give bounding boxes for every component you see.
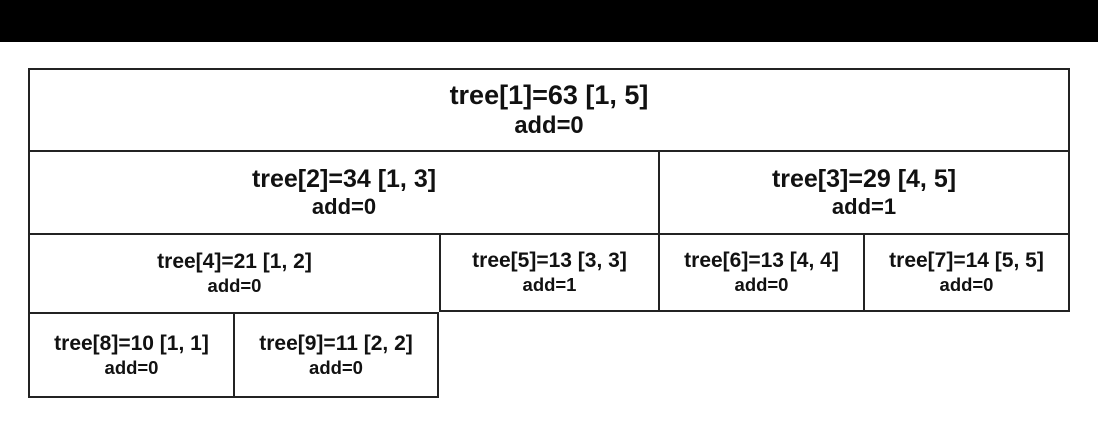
top-black-bar <box>0 0 1098 42</box>
node-label: tree[2]=34 [1, 3] <box>251 164 437 193</box>
segment-tree-table: tree[1]=63 [1, 5] add=0 tree[2]=34 [1, 3… <box>28 68 1070 398</box>
node-label: tree[1]=63 [1, 5] <box>449 80 649 111</box>
node-add-label: add=0 <box>309 356 363 378</box>
node-label: tree[6]=13 [4, 4] <box>684 249 839 273</box>
node-add-label: add=0 <box>514 111 584 139</box>
node-add-label: add=1 <box>831 194 897 220</box>
tree-node-7: tree[7]=14 [5, 5] add=0 <box>863 233 1070 312</box>
node-add-label: add=1 <box>522 274 577 296</box>
node-label: tree[5]=13 [3, 3] <box>472 249 627 273</box>
tree-node-2: tree[2]=34 [1, 3] add=0 <box>28 150 658 233</box>
node-add-label: add=0 <box>207 275 262 297</box>
tree-node-6: tree[6]=13 [4, 4] add=0 <box>658 233 863 312</box>
node-label: tree[4]=21 [1, 2] <box>157 250 312 274</box>
node-add-label: add=0 <box>311 194 377 220</box>
node-label: tree[7]=14 [5, 5] <box>889 249 1044 273</box>
tree-node-4: tree[4]=21 [1, 2] add=0 <box>28 233 439 312</box>
tree-node-1: tree[1]=63 [1, 5] add=0 <box>28 68 1070 150</box>
node-label: tree[8]=10 [1, 1] <box>54 331 209 355</box>
tree-node-3: tree[3]=29 [4, 5] add=1 <box>658 150 1070 233</box>
node-label: tree[3]=29 [4, 5] <box>771 164 957 193</box>
node-label: tree[9]=11 [2, 2] <box>259 331 413 355</box>
tree-node-9: tree[9]=11 [2, 2] add=0 <box>233 312 439 398</box>
tree-node-5: tree[5]=13 [3, 3] add=1 <box>439 233 658 312</box>
tree-node-8: tree[8]=10 [1, 1] add=0 <box>28 312 233 398</box>
node-add-label: add=0 <box>734 274 789 296</box>
node-add-label: add=0 <box>104 356 159 378</box>
node-add-label: add=0 <box>939 274 994 296</box>
